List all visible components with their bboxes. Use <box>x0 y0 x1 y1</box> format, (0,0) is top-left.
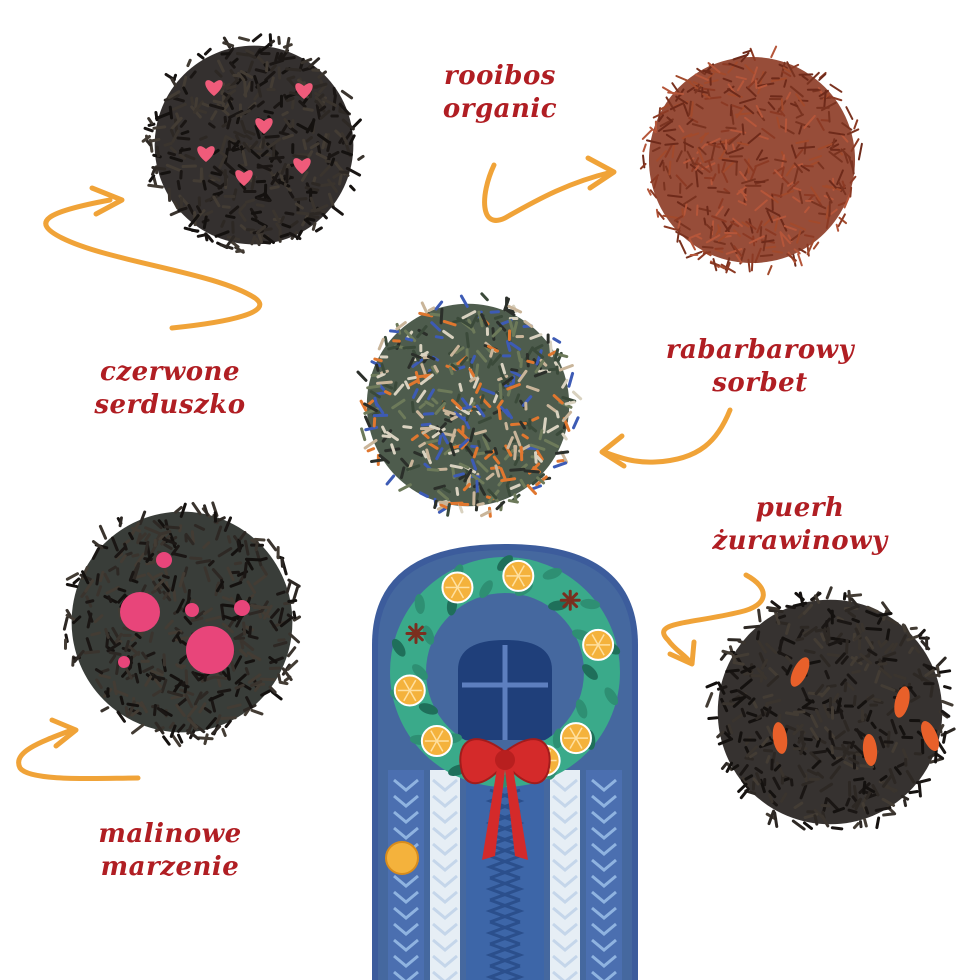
tea-pile-malinowe-marzenie <box>62 501 302 748</box>
arrow-rooibos-organic-icon <box>482 155 617 223</box>
arrow-czerwone-serduszko-icon <box>43 185 263 331</box>
bow-icon <box>459 738 551 860</box>
orange-slice-icon <box>502 559 535 592</box>
star-anise-icon <box>559 589 581 611</box>
orange-slice-icon <box>393 674 426 707</box>
tea-pile-czerwone-serduszko <box>141 33 365 254</box>
star-anise-icon <box>405 622 427 644</box>
orange-slice-icon <box>441 571 474 604</box>
arrow-malinowe-marzenie-icon <box>16 717 141 782</box>
christmas-door-icon <box>372 544 638 980</box>
orange-slice-icon <box>582 628 615 661</box>
arrow-rabarbarowy-sorbet-icon <box>599 407 733 469</box>
orange-slice-icon <box>559 722 592 755</box>
door-knob-icon <box>385 841 419 875</box>
arrow-puerh-zurawinowy-icon <box>661 572 766 667</box>
tea-pile-rooibos-organic <box>639 45 863 276</box>
tea-pile-rabarbarowy-sorbet <box>356 292 583 518</box>
arrows <box>16 155 766 782</box>
tea-pile-puerh-zurawinowy <box>705 586 956 831</box>
orange-slice-icon <box>420 725 453 758</box>
